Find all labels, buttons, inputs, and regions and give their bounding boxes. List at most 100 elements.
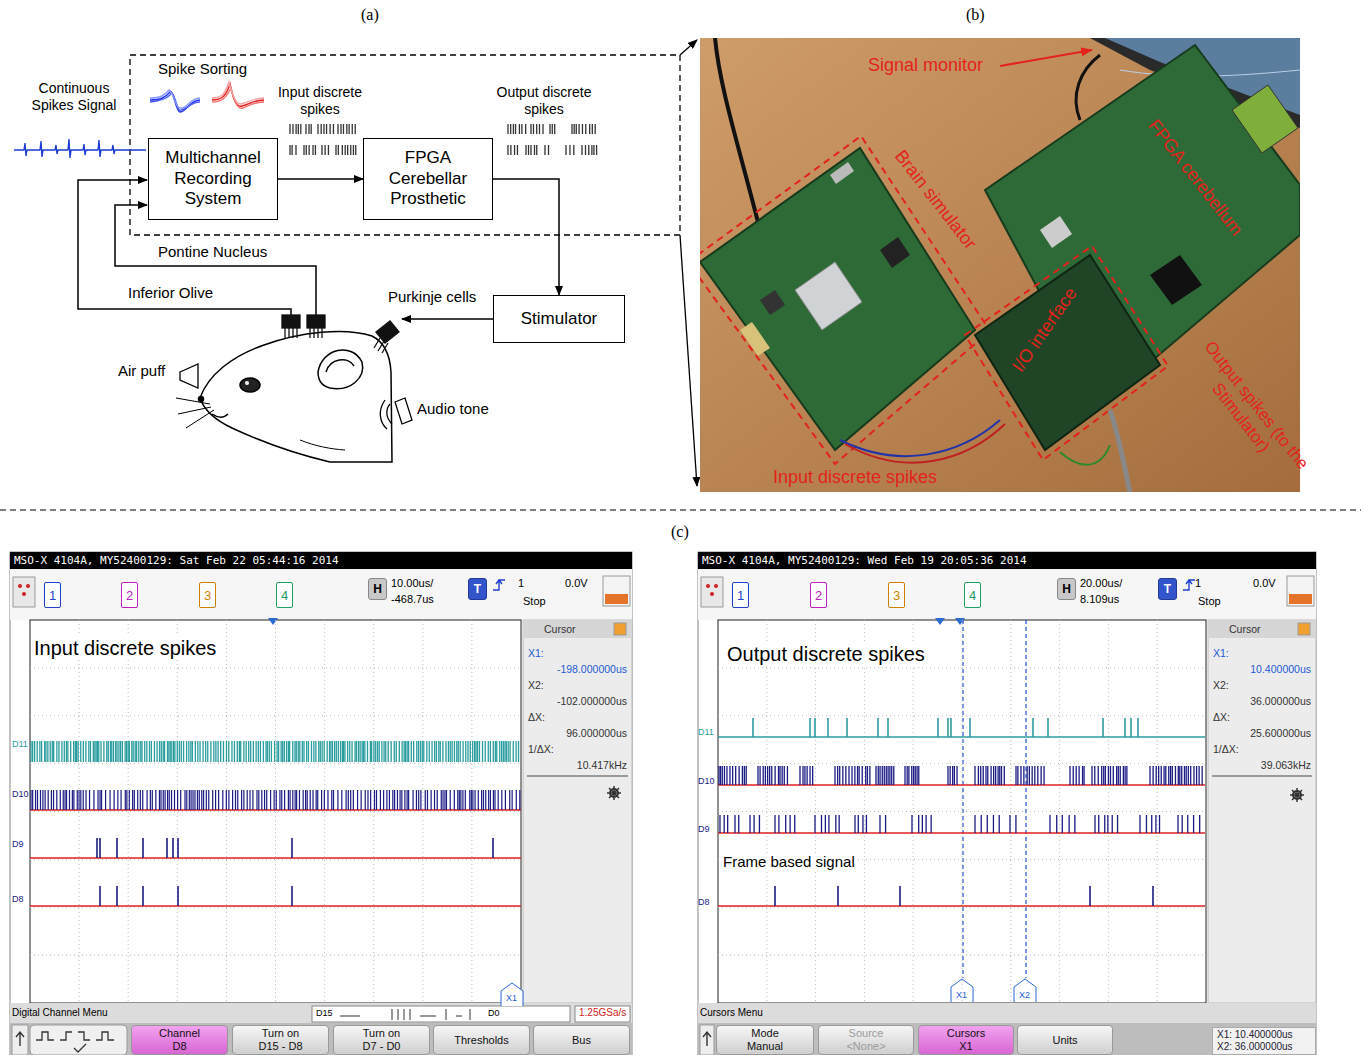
photo-callout: Output spikes (to the Stimulator): [1181, 334, 1315, 489]
spike: [724, 766, 725, 785]
spike: [120, 790, 121, 810]
spike: [774, 815, 775, 833]
box-text: Multichannel Recording System: [159, 148, 267, 209]
spike: [288, 741, 289, 762]
spike: [317, 124, 318, 134]
spike: [150, 790, 151, 810]
softkey-text: Units: [1052, 1034, 1077, 1047]
spike: [93, 790, 94, 810]
spike: [1161, 766, 1162, 785]
scope-readout: 0.0V: [1253, 577, 1276, 590]
oscilloscope-frame: [706, 584, 710, 588]
spike: [505, 790, 506, 810]
channel-button: 2: [810, 582, 827, 608]
spike: [391, 741, 392, 762]
spike: [274, 790, 275, 810]
spike: [779, 766, 780, 785]
oscilloscope-frame: [26, 584, 30, 588]
spike: [467, 741, 468, 762]
spike: [974, 766, 975, 785]
signal-wire: [115, 205, 316, 315]
spike: [437, 790, 438, 810]
spike: [347, 145, 348, 155]
spike: [913, 766, 914, 785]
continuous-signal-trace: [14, 139, 146, 158]
speaker-icon: [395, 398, 412, 424]
oscilloscope-frame: [527, 775, 628, 777]
spike: [241, 790, 242, 810]
channel-button: 2: [121, 582, 138, 608]
softkey: ModeManual: [716, 1025, 814, 1055]
spike: [459, 790, 460, 810]
spike: [915, 766, 916, 785]
oscilloscope-frame: [1290, 788, 1304, 802]
spike: [441, 790, 442, 810]
photo-callout: Input discrete spikes: [773, 467, 937, 489]
spike: [510, 145, 511, 155]
photo: [830, 162, 854, 184]
spike: [70, 741, 71, 762]
spike: [427, 790, 428, 810]
cursor-readout: 25.600000us: [1213, 725, 1311, 741]
spike: [235, 790, 236, 810]
photo: [700, 38, 1300, 492]
spike: [884, 766, 885, 785]
spike: [454, 790, 455, 810]
cursor-readout: 39.063kHz: [1213, 757, 1311, 773]
spike: [839, 815, 840, 833]
spike: [1069, 766, 1070, 785]
scope-readout: 0.0V: [565, 577, 588, 590]
spike: [1047, 718, 1049, 737]
oscilloscope-frame: [710, 592, 714, 596]
electrode: [310, 328, 322, 338]
spike: [321, 790, 322, 810]
spike: [117, 790, 118, 810]
spike: [97, 790, 98, 810]
spike: [249, 790, 250, 810]
spike: [493, 741, 494, 762]
grid-line: [30, 859, 521, 860]
menu-title: Cursors Menu: [700, 1007, 763, 1019]
spike: [359, 741, 360, 762]
spike: [1105, 766, 1106, 785]
spike: [168, 741, 169, 762]
spike: [276, 790, 277, 810]
spike: [335, 145, 336, 155]
spike: [411, 741, 412, 762]
spike: [536, 124, 537, 134]
spike: [284, 741, 285, 762]
spike: [1126, 766, 1127, 785]
spike: [1152, 766, 1153, 785]
spike: [442, 741, 443, 762]
signal-wire: [402, 318, 493, 320]
spike: [298, 741, 299, 762]
spike: [483, 790, 484, 810]
spike: [952, 766, 953, 785]
spike: [163, 790, 164, 810]
spike: [329, 124, 330, 134]
spike: [1199, 815, 1200, 833]
channel-number: 2: [126, 588, 133, 603]
process-box: Multichannel Recording System: [148, 138, 278, 220]
rat-illustration: [199, 397, 204, 402]
grid-line: [1108, 620, 1109, 1003]
spike: [1073, 766, 1074, 785]
spike: [66, 741, 67, 762]
spike: [263, 741, 264, 762]
spike: [908, 766, 909, 785]
spike: [315, 145, 316, 155]
spike: [753, 815, 754, 833]
spike: [408, 741, 409, 762]
spike: [308, 124, 309, 134]
cursor-readout: 10.400000us: [1213, 661, 1311, 677]
spike: [462, 741, 463, 762]
spike: [1193, 815, 1194, 833]
spike-waveform: [150, 82, 264, 112]
zoom-arrow: [680, 40, 697, 55]
spike: [32, 790, 33, 810]
spike: [494, 790, 495, 810]
photo: [880, 237, 910, 268]
connector: [278, 178, 363, 180]
spike: [722, 766, 723, 785]
spike: [508, 741, 509, 762]
